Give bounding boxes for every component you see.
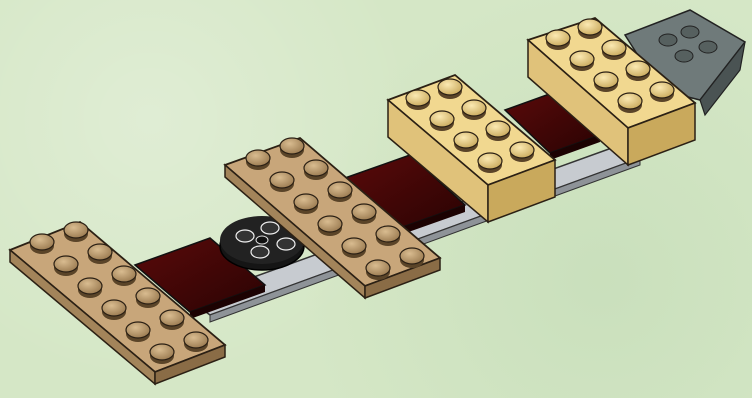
stud xyxy=(438,79,462,95)
stud xyxy=(454,132,478,148)
stud xyxy=(78,278,102,294)
stud xyxy=(352,204,376,220)
stud xyxy=(594,72,618,88)
stud xyxy=(136,288,160,304)
stud xyxy=(578,19,602,35)
stud xyxy=(246,150,270,166)
stud xyxy=(112,266,136,282)
stud xyxy=(150,344,174,360)
stud xyxy=(406,90,430,106)
stud xyxy=(376,226,400,242)
stud xyxy=(126,322,150,338)
stud xyxy=(618,93,642,109)
stud xyxy=(294,194,318,210)
stud xyxy=(280,138,304,154)
stud xyxy=(570,51,594,67)
stud xyxy=(102,300,126,316)
stud xyxy=(626,61,650,77)
stud xyxy=(602,40,626,56)
stud xyxy=(160,310,184,326)
stud xyxy=(546,30,570,46)
stud xyxy=(478,153,502,169)
stud xyxy=(88,244,112,260)
stud xyxy=(318,216,342,232)
stud xyxy=(510,142,534,158)
stud xyxy=(400,248,424,264)
stud xyxy=(304,160,328,176)
stud xyxy=(342,238,366,254)
stud xyxy=(184,332,208,348)
stud xyxy=(54,256,78,272)
stud xyxy=(366,260,390,276)
stud xyxy=(462,100,486,116)
stud xyxy=(64,222,88,238)
stud xyxy=(650,82,674,98)
stud xyxy=(30,234,54,250)
stud xyxy=(270,172,294,188)
stud xyxy=(430,111,454,127)
stud xyxy=(328,182,352,198)
stud xyxy=(486,121,510,137)
